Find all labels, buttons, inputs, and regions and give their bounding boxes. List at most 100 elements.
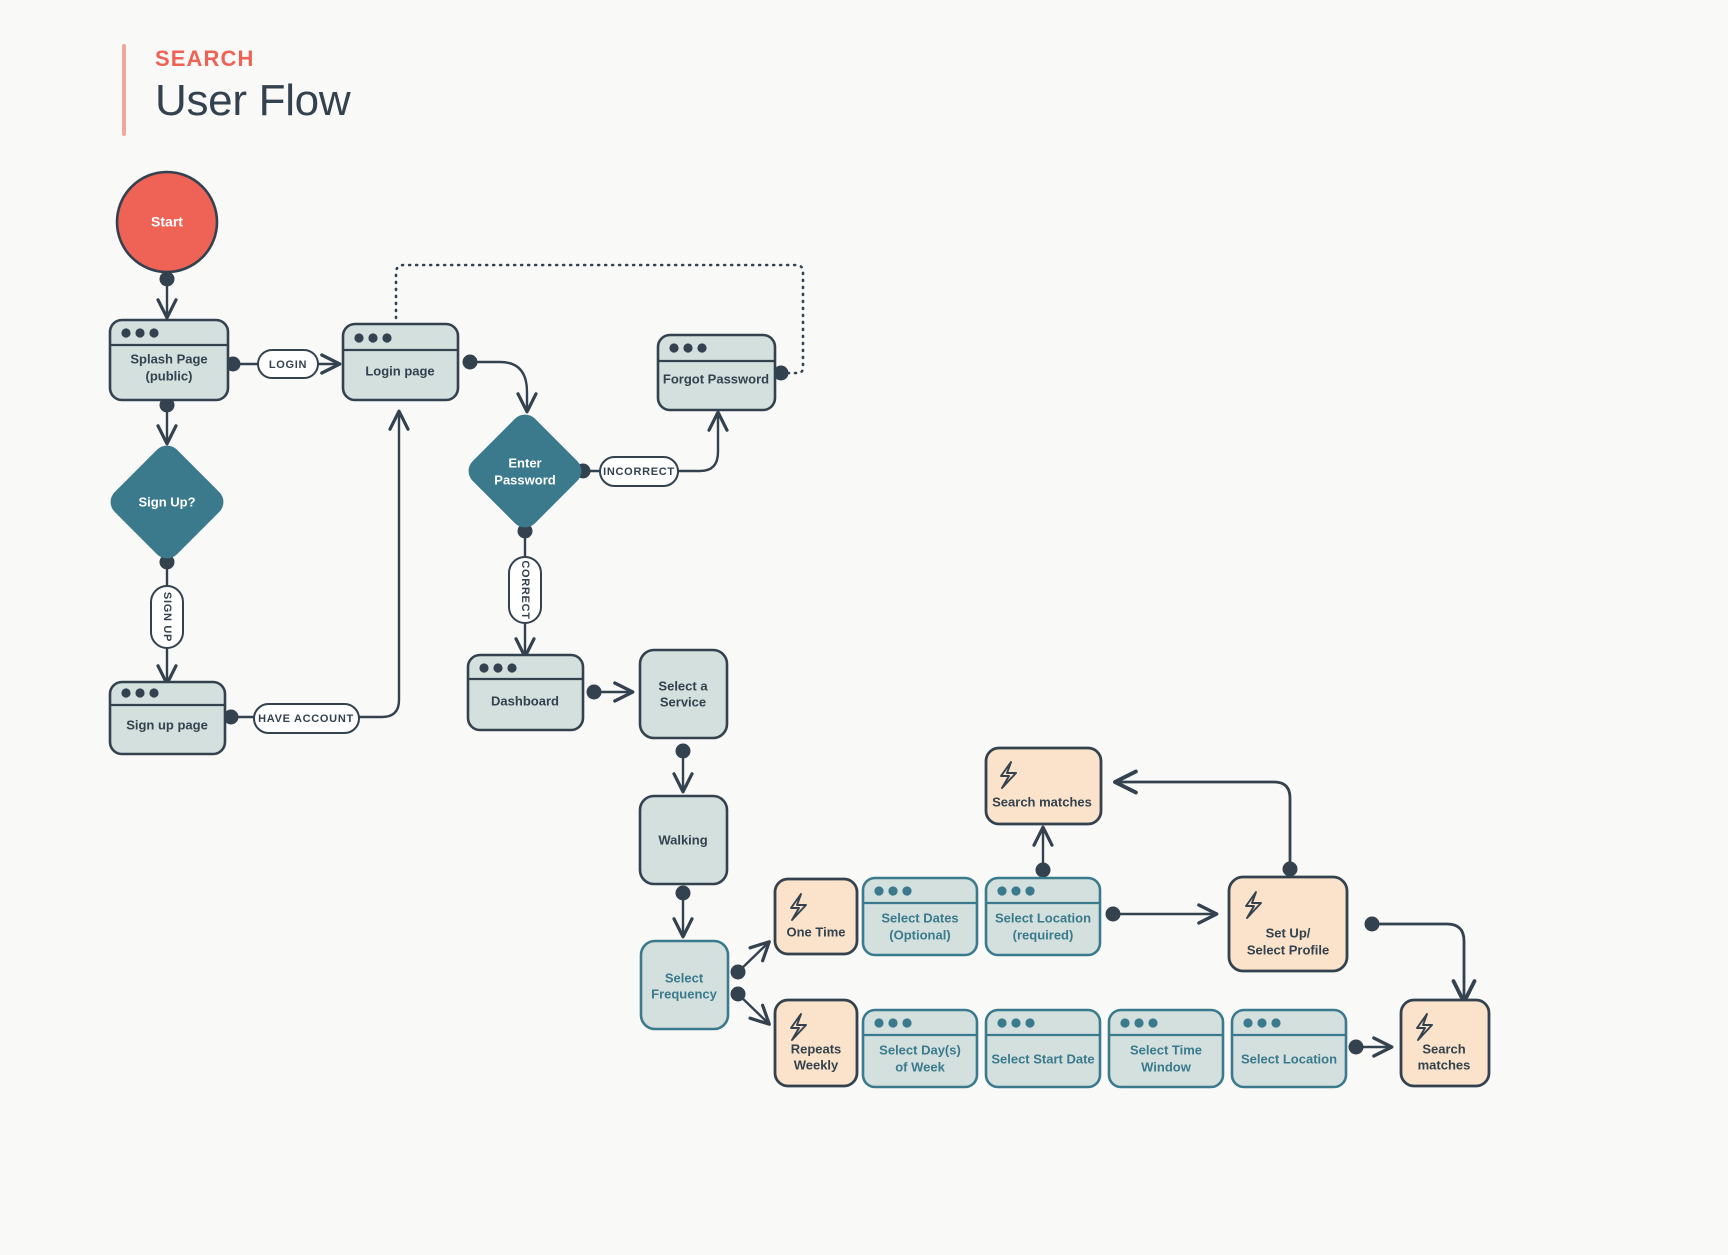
lightning-icon: [1416, 1013, 1433, 1041]
node-search-matches-bottom-label-2: matches: [1418, 1057, 1471, 1072]
node-start[interactable]: Start: [115, 170, 219, 274]
node-select-days-label-1: Select Day(s): [879, 1042, 961, 1057]
edge-label-have-account: HAVE ACCOUNT: [253, 703, 360, 734]
window-dots-icon: [997, 1018, 1035, 1028]
lightning-icon: [1245, 891, 1262, 919]
node-dashboard[interactable]: Dashboard: [466, 653, 585, 732]
edge-label-login-text: LOGIN: [269, 359, 307, 371]
node-login-page[interactable]: Login page: [341, 322, 460, 402]
node-login-page-label: Login page: [365, 363, 434, 378]
window-dots-icon: [479, 663, 517, 673]
edge-walking-to-select-frequency: [672, 885, 694, 939]
edge-signup-page-to-login: [223, 409, 410, 725]
node-search-matches-bottom[interactable]: Search matches: [1399, 998, 1491, 1088]
node-walking-label: Walking: [658, 832, 707, 847]
node-search-matches-top-label: Search matches: [992, 794, 1092, 809]
node-select-time-window[interactable]: Select Time Window: [1107, 1008, 1225, 1089]
node-select-location-required-label-2: (required): [1013, 927, 1074, 942]
edge-select-location-required-to-setup-profile: [1105, 903, 1219, 925]
node-dashboard-label: Dashboard: [491, 693, 559, 708]
node-select-days[interactable]: Select Day(s) of Week: [861, 1008, 979, 1089]
edge-label-login: LOGIN: [257, 349, 319, 379]
node-signup-page-label: Sign up page: [126, 717, 208, 732]
node-one-time[interactable]: One Time: [773, 877, 859, 956]
edge-label-correct: CORRECT: [508, 556, 542, 624]
header-kicker: SEARCH: [155, 46, 255, 71]
lightning-icon: [1000, 761, 1017, 789]
window-dots-icon: [121, 688, 159, 698]
node-select-days-label-2: of Week: [895, 1059, 945, 1074]
edge-start-to-splash: [156, 271, 178, 320]
node-enter-password-label-1: Enter: [508, 455, 541, 470]
node-signup-decision[interactable]: Sign Up?: [105, 440, 229, 564]
node-select-dates-label-1: Select Dates: [881, 910, 958, 925]
node-signup-page[interactable]: Sign up page: [108, 680, 227, 756]
node-splash-page[interactable]: Splash Page (public): [108, 318, 230, 402]
node-select-location-required-label-1: Select Location: [995, 910, 1091, 925]
edge-enter-password-correct: [514, 523, 536, 659]
node-select-location-required[interactable]: Select Location (required): [984, 876, 1102, 957]
node-forgot-password[interactable]: Forgot Password: [656, 333, 777, 412]
window-dots-icon: [121, 328, 159, 338]
edge-select-location-required-to-search-matches-top: [1032, 825, 1054, 878]
window-dots-icon: [1243, 1018, 1281, 1028]
edge-signup-decision-to-signup-page: [156, 554, 178, 686]
node-signup-decision-label: Sign Up?: [138, 494, 195, 509]
edge-setup-profile-to-search-matches-top: [1113, 769, 1298, 877]
node-select-time-window-label-2: Window: [1141, 1059, 1192, 1074]
node-select-location[interactable]: Select Location: [1230, 1008, 1348, 1089]
window-dots-icon: [874, 1018, 912, 1028]
edge-label-incorrect: INCORRECT: [599, 456, 679, 487]
header-accent-rule: [122, 44, 126, 136]
node-select-location-label: Select Location: [1241, 1051, 1337, 1066]
node-search-matches-bottom-label-1: Search: [1422, 1041, 1465, 1056]
node-setup-profile-label-2: Select Profile: [1247, 942, 1329, 957]
edge-setup-profile-to-search-matches-bottom: [1364, 916, 1477, 1004]
node-select-start-date[interactable]: Select Start Date: [984, 1008, 1102, 1089]
node-enter-password[interactable]: Enter Password: [463, 409, 587, 533]
lightning-icon: [790, 1013, 807, 1041]
node-splash-page-label-1: Splash Page: [130, 351, 207, 366]
node-repeats-weekly-label-1: Repeats: [791, 1041, 842, 1056]
edge-label-sign-up-text: SIGN UP: [161, 592, 173, 642]
node-search-matches-top[interactable]: Search matches: [984, 746, 1103, 826]
page-title: User Flow: [155, 76, 351, 125]
edge-label-incorrect-text: INCORRECT: [603, 466, 675, 478]
node-walking[interactable]: Walking: [638, 794, 729, 886]
lightning-icon: [790, 893, 807, 921]
node-select-frequency[interactable]: Select Frequency: [639, 939, 730, 1031]
edge-login-to-enter-password: [462, 354, 538, 414]
edge-select-frequency-to-one-time: [730, 940, 771, 980]
window-dots-icon: [1120, 1018, 1158, 1028]
node-select-time-window-label-1: Select Time: [1130, 1042, 1202, 1057]
edge-splash-to-signup-decision: [156, 397, 178, 446]
edge-label-have-account-text: HAVE ACCOUNT: [258, 713, 354, 725]
node-setup-profile-label-1: Set Up/: [1266, 925, 1311, 940]
edge-label-sign-up: SIGN UP: [150, 585, 184, 649]
edge-dashboard-to-select-service: [586, 681, 635, 703]
node-select-service-label-2: Service: [660, 694, 706, 709]
node-start-label: Start: [151, 214, 183, 230]
node-select-frequency-label-2: Frequency: [651, 986, 718, 1001]
node-enter-password-label-2: Password: [494, 472, 555, 487]
node-select-service[interactable]: Select a Service: [638, 648, 729, 740]
node-select-dates[interactable]: Select Dates (Optional): [861, 876, 979, 957]
node-repeats-weekly[interactable]: Repeats Weekly: [773, 998, 859, 1088]
edge-select-frequency-to-repeats-weekly: [730, 986, 771, 1026]
node-select-service-label-1: Select a: [658, 678, 708, 693]
node-select-start-date-label: Select Start Date: [991, 1051, 1094, 1066]
window-dots-icon: [874, 886, 912, 896]
window-dots-icon: [354, 333, 392, 343]
edge-label-correct-text: CORRECT: [519, 560, 531, 619]
node-one-time-label: One Time: [786, 924, 845, 939]
node-select-dates-label-2: (Optional): [889, 927, 950, 942]
edge-select-service-to-walking: [672, 743, 694, 794]
window-dots-icon: [669, 343, 707, 353]
window-dots-icon: [997, 886, 1035, 896]
node-forgot-password-label: Forgot Password: [663, 371, 769, 386]
node-setup-profile[interactable]: Set Up/ Select Profile: [1227, 875, 1349, 973]
node-select-frequency-label-1: Select: [665, 970, 704, 985]
edge-select-location-to-search-matches-bottom: [1348, 1036, 1394, 1058]
